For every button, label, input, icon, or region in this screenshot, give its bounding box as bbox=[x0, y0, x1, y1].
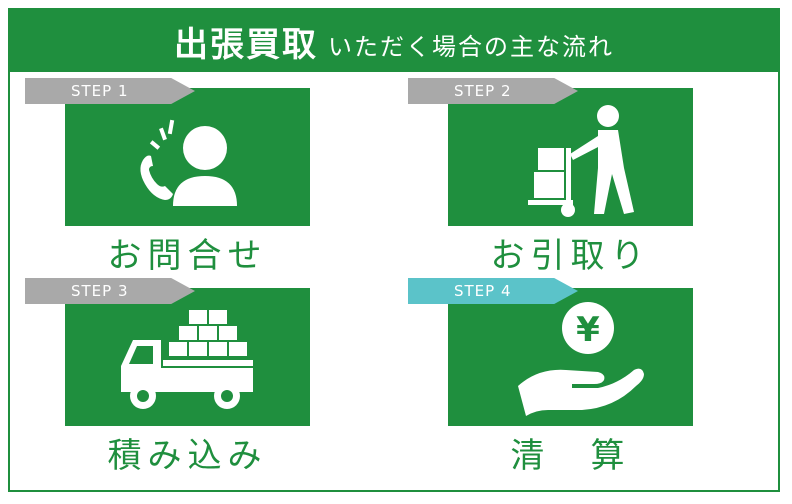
step-1-tag-text: STEP 1 bbox=[71, 82, 129, 100]
step-2-tag: STEP 2 bbox=[408, 78, 578, 104]
step-4-label: 清 算 bbox=[510, 436, 631, 476]
step-4-tag: STEP 4 bbox=[408, 278, 578, 304]
page-title: 出張買取 bbox=[174, 24, 318, 65]
step-2: STEP 2 お引取り bbox=[408, 78, 728, 276]
truck-icon bbox=[121, 310, 253, 409]
step-3-card bbox=[65, 288, 310, 426]
yen-hand-icon: ¥ bbox=[518, 302, 644, 416]
step-1-label: お問合せ bbox=[107, 236, 268, 276]
step-3-tag-text: STEP 3 bbox=[71, 282, 129, 300]
step-3: STEP 3 積み込み bbox=[25, 278, 345, 476]
phone-person-icon bbox=[140, 119, 237, 206]
step-4: ¥ STEP 4 清 算 bbox=[408, 278, 728, 476]
header-bar: 出張買取 いただく場合の主な流れ bbox=[10, 10, 778, 72]
step-1-tag: STEP 1 bbox=[25, 78, 195, 104]
step-3-label: 積み込み bbox=[107, 436, 268, 476]
svg-text:¥: ¥ bbox=[576, 310, 600, 350]
step-4-tag-text: STEP 4 bbox=[454, 282, 512, 300]
step-2-label: お引取り bbox=[490, 236, 651, 276]
page-subtitle: いただく場合の主な流れ bbox=[328, 32, 614, 61]
step-1: STEP 1 お問合せ bbox=[25, 78, 345, 276]
step-2-tag-text: STEP 2 bbox=[454, 82, 512, 100]
step-3-tag: STEP 3 bbox=[25, 278, 195, 304]
hand-truck-icon bbox=[528, 105, 634, 217]
